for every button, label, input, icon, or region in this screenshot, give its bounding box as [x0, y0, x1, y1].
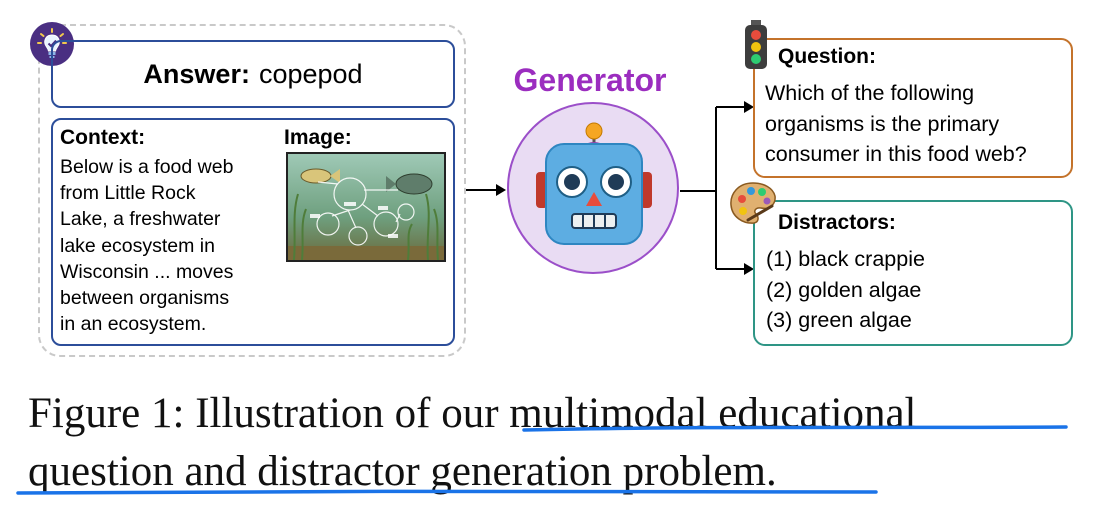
question-label: Question:	[778, 45, 876, 68]
distractor-item: (3) green algae	[766, 308, 912, 332]
palette-icon	[730, 182, 776, 224]
food-web-image	[286, 152, 446, 262]
question-text: Which of the following organisms is the …	[765, 81, 1027, 166]
generator-label: Generator	[513, 62, 667, 98]
figure-caption: Figure 1: Illustration of our multimodal…	[28, 385, 1088, 501]
context-box	[51, 118, 455, 346]
caption-line-2: question and distractor generation probl…	[28, 448, 777, 495]
distractors-box	[753, 200, 1073, 346]
context-label: Context:	[60, 126, 146, 149]
distractor-item: (1) black crappie	[766, 247, 925, 271]
answer-label: Answer:	[143, 58, 250, 89]
input-arrow	[466, 184, 506, 196]
answer-box: Answer: copepod	[51, 40, 455, 108]
question-box	[753, 38, 1073, 178]
answer-value: copepod	[258, 58, 363, 89]
input-group	[38, 24, 466, 357]
context-text: Below is a food web from Little Rock Lak…	[60, 156, 234, 336]
traffic-light-icon	[745, 20, 767, 69]
robot-icon	[536, 122, 652, 245]
output-arrows	[680, 101, 754, 275]
image-label: Image:	[284, 126, 352, 149]
distractors-list: (1) black crappie (2) golden algae (3) g…	[766, 244, 1066, 336]
distractors-label: Distractors:	[778, 211, 896, 234]
distractor-item: (2) golden algae	[766, 277, 922, 302]
